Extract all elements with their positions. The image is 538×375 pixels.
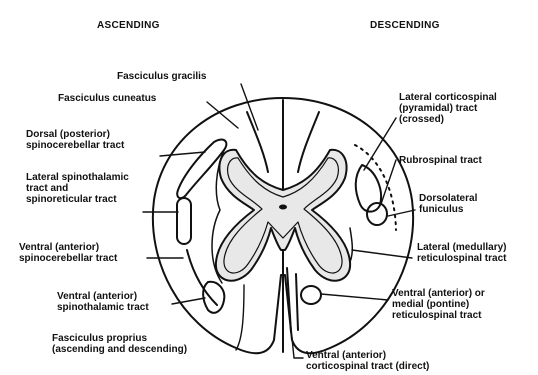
leader-dorsal-spinocerebellar — [160, 152, 205, 156]
label-ventral-spinocerebellar-line1: Ventral (anterior) — [19, 242, 117, 253]
medial-reticulospinal-tract — [301, 286, 321, 304]
heading-ascending: ASCENDING — [97, 20, 160, 31]
label-medial-reticulospinal-line1: Ventral (anterior) or — [392, 288, 485, 299]
label-ventral-spinocerebellar-line2: spinocerebellar tract — [19, 253, 117, 264]
label-ventral-corticospinal: Ventral (anterior) corticospinal tract (… — [306, 350, 429, 372]
ventral-spinothalamic-tract — [203, 282, 224, 313]
label-lateral-spinothalamic-line2: tract and — [26, 183, 129, 194]
label-lateral-spinothalamic-line1: Lateral spinothalamic — [26, 172, 129, 183]
label-dorsolateral-funiculus-line1: Dorsolateral — [419, 193, 477, 204]
rubrospinal-tract — [367, 203, 387, 225]
label-lateral-corticospinal-line2: (pyramidal) tract — [399, 103, 497, 114]
label-lateral-reticulospinal: Lateral (medullary) reticulospinal tract — [417, 242, 506, 264]
label-fasciculus-cuneatus: Fasciculus cuneatus — [58, 93, 156, 104]
label-dorsal-spinocerebellar-line1: Dorsal (posterior) — [26, 129, 124, 140]
dorsal-column-division-right — [298, 112, 319, 172]
heading-descending: DESCENDING — [370, 20, 440, 31]
lateral-corticospinal-tract — [356, 165, 381, 212]
label-lateral-spinothalamic-line3: spinoreticular tract — [26, 194, 129, 205]
label-lateral-reticulospinal-line1: Lateral (medullary) — [417, 242, 506, 253]
label-fasciculus-proprius-line2: (ascending and descending) — [52, 344, 187, 355]
label-dorsolateral-funiculus: Dorsolateral funiculus — [419, 193, 477, 215]
lateral-reticulospinal-tract — [350, 228, 352, 262]
leader-fasciculus-proprius — [236, 285, 244, 350]
label-lateral-spinothalamic: Lateral spinothalamic tract and spinoret… — [26, 172, 129, 205]
label-rubrospinal: Rubrospinal tract — [399, 155, 482, 166]
label-dorsolateral-funiculus-line2: funiculus — [419, 204, 477, 215]
label-lateral-corticospinal: Lateral corticospinal (pyramidal) tract … — [399, 92, 497, 125]
label-medial-reticulospinal: Ventral (anterior) or medial (pontine) r… — [392, 288, 485, 321]
label-ventral-spinothalamic-line2: spinothalamic tract — [57, 302, 149, 313]
leader-fasciculus-gracilis — [241, 84, 258, 130]
dorsal-column-division-left — [247, 112, 268, 172]
dorsolateral-funiculus-region — [355, 145, 396, 230]
label-ventral-spinothalamic: Ventral (anterior) spinothalamic tract — [57, 291, 149, 313]
label-fasciculus-proprius: Fasciculus proprius (ascending and desce… — [52, 333, 187, 355]
label-fasciculus-gracilis: Fasciculus gracilis — [117, 71, 207, 82]
label-ventral-corticospinal-line1: Ventral (anterior) — [306, 350, 429, 361]
label-dorsal-spinocerebellar: Dorsal (posterior) spinocerebellar tract — [26, 129, 124, 151]
label-fasciculus-proprius-line1: Fasciculus proprius — [52, 333, 187, 344]
label-lateral-corticospinal-line1: Lateral corticospinal — [399, 92, 497, 103]
label-ventral-spinocerebellar: Ventral (anterior) spinocerebellar tract — [19, 242, 117, 264]
label-fasciculus-cuneatus-text: Fasciculus cuneatus — [58, 93, 156, 104]
leader-dorsolateral-funiculus — [388, 210, 415, 216]
leader-rubrospinal — [381, 160, 396, 204]
label-medial-reticulospinal-line2: medial (pontine) — [392, 299, 485, 310]
label-lateral-corticospinal-line3: (crossed) — [399, 114, 497, 125]
leader-lateral-reticulospinal — [352, 250, 412, 258]
label-medial-reticulospinal-line3: reticulospinal tract — [392, 310, 485, 321]
label-rubrospinal-text: Rubrospinal tract — [399, 155, 482, 166]
label-fasciculus-gracilis-text: Fasciculus gracilis — [117, 71, 207, 82]
central-canal — [279, 205, 287, 210]
label-ventral-corticospinal-line2: corticospinal tract (direct) — [306, 361, 429, 372]
label-dorsal-spinocerebellar-line2: spinocerebellar tract — [26, 140, 124, 151]
label-lateral-reticulospinal-line2: reticulospinal tract — [417, 253, 506, 264]
label-ventral-spinothalamic-line1: Ventral (anterior) — [57, 291, 149, 302]
lateral-spinothalamic-tract — [177, 198, 191, 244]
ventral-corticospinal-tract — [287, 268, 298, 332]
leader-medial-reticulospinal — [321, 294, 388, 300]
